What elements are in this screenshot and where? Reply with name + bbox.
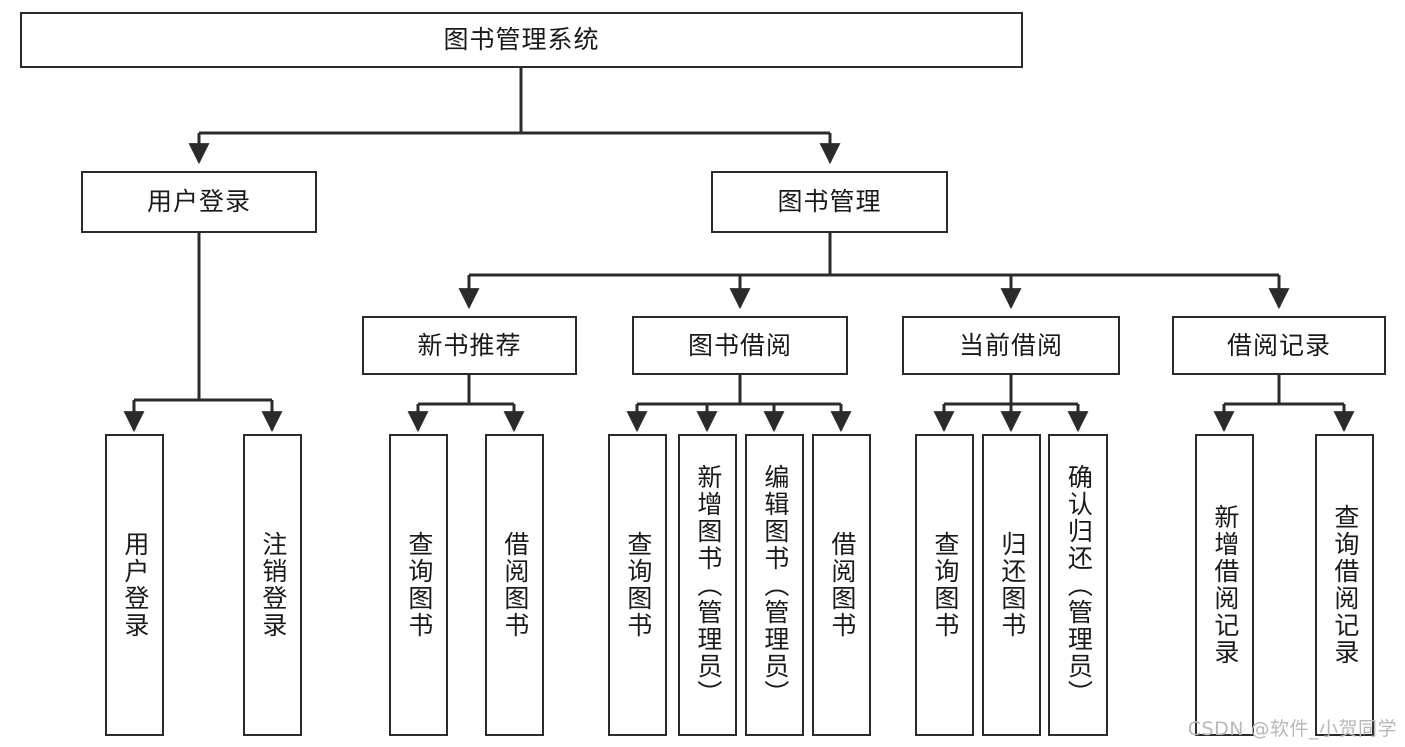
node-label: 新增借阅记录 [1210,504,1240,666]
node-label: 查询图书 [404,531,434,639]
node-label: 编辑图书（管理员） [760,463,790,707]
leaf-book-borrow-add[interactable]: 新增图书（管理员） [678,434,737,736]
leaf-book-borrow-query[interactable]: 查询图书 [608,434,667,736]
node-label: 新增图书（管理员） [693,463,723,707]
leaf-borrow-record-add[interactable]: 新增借阅记录 [1195,434,1254,736]
node-label: 查询图书 [623,531,653,639]
node-label: 用户登录 [146,187,251,216]
node-label: 图书管理系统 [443,25,600,54]
leaf-book-borrow-edit[interactable]: 编辑图书（管理员） [745,434,804,736]
leaf-borrow-record-query[interactable]: 查询借阅记录 [1315,434,1374,736]
node-book-borrow[interactable]: 图书借阅 [632,316,848,375]
node-new-book-recommend[interactable]: 新书推荐 [362,316,577,375]
node-root-system[interactable]: 图书管理系统 [20,12,1023,68]
node-label: 图书借阅 [687,330,792,360]
node-label: 图书管理 [777,187,882,216]
node-label: 新书推荐 [417,330,522,360]
node-label: 用户登录 [120,531,150,639]
node-label: 借阅图书 [500,531,530,639]
leaf-current-borrow-return[interactable]: 归还图书 [982,434,1041,736]
node-borrow-record[interactable]: 借阅记录 [1172,316,1386,375]
leaf-book-borrow-borrow[interactable]: 借阅图书 [812,434,871,736]
leaf-user-login-signin[interactable]: 用户登录 [105,434,164,736]
leaf-new-book-borrow[interactable]: 借阅图书 [485,434,544,736]
node-user-login[interactable]: 用户登录 [81,171,317,233]
node-label: 归还图书 [997,531,1027,639]
leaf-current-borrow-query[interactable]: 查询图书 [915,434,974,736]
watermark: CSDN @软件_小贺同学 [1187,718,1397,740]
node-label: 当前借阅 [958,330,1063,360]
node-label: 查询图书 [930,531,960,639]
leaf-current-borrow-confirm-return[interactable]: 确认归还（管理员） [1048,434,1108,736]
leaf-user-login-signout[interactable]: 注销登录 [243,434,302,736]
node-label: 查询借阅记录 [1330,504,1360,666]
node-current-borrow[interactable]: 当前借阅 [902,316,1120,375]
leaf-new-book-query[interactable]: 查询图书 [389,434,448,736]
node-label: 借阅记录 [1226,330,1331,360]
node-label: 确认归还（管理员） [1064,463,1094,707]
node-label: 借阅图书 [827,531,857,639]
node-book-management[interactable]: 图书管理 [711,171,948,233]
node-label: 注销登录 [258,531,288,639]
